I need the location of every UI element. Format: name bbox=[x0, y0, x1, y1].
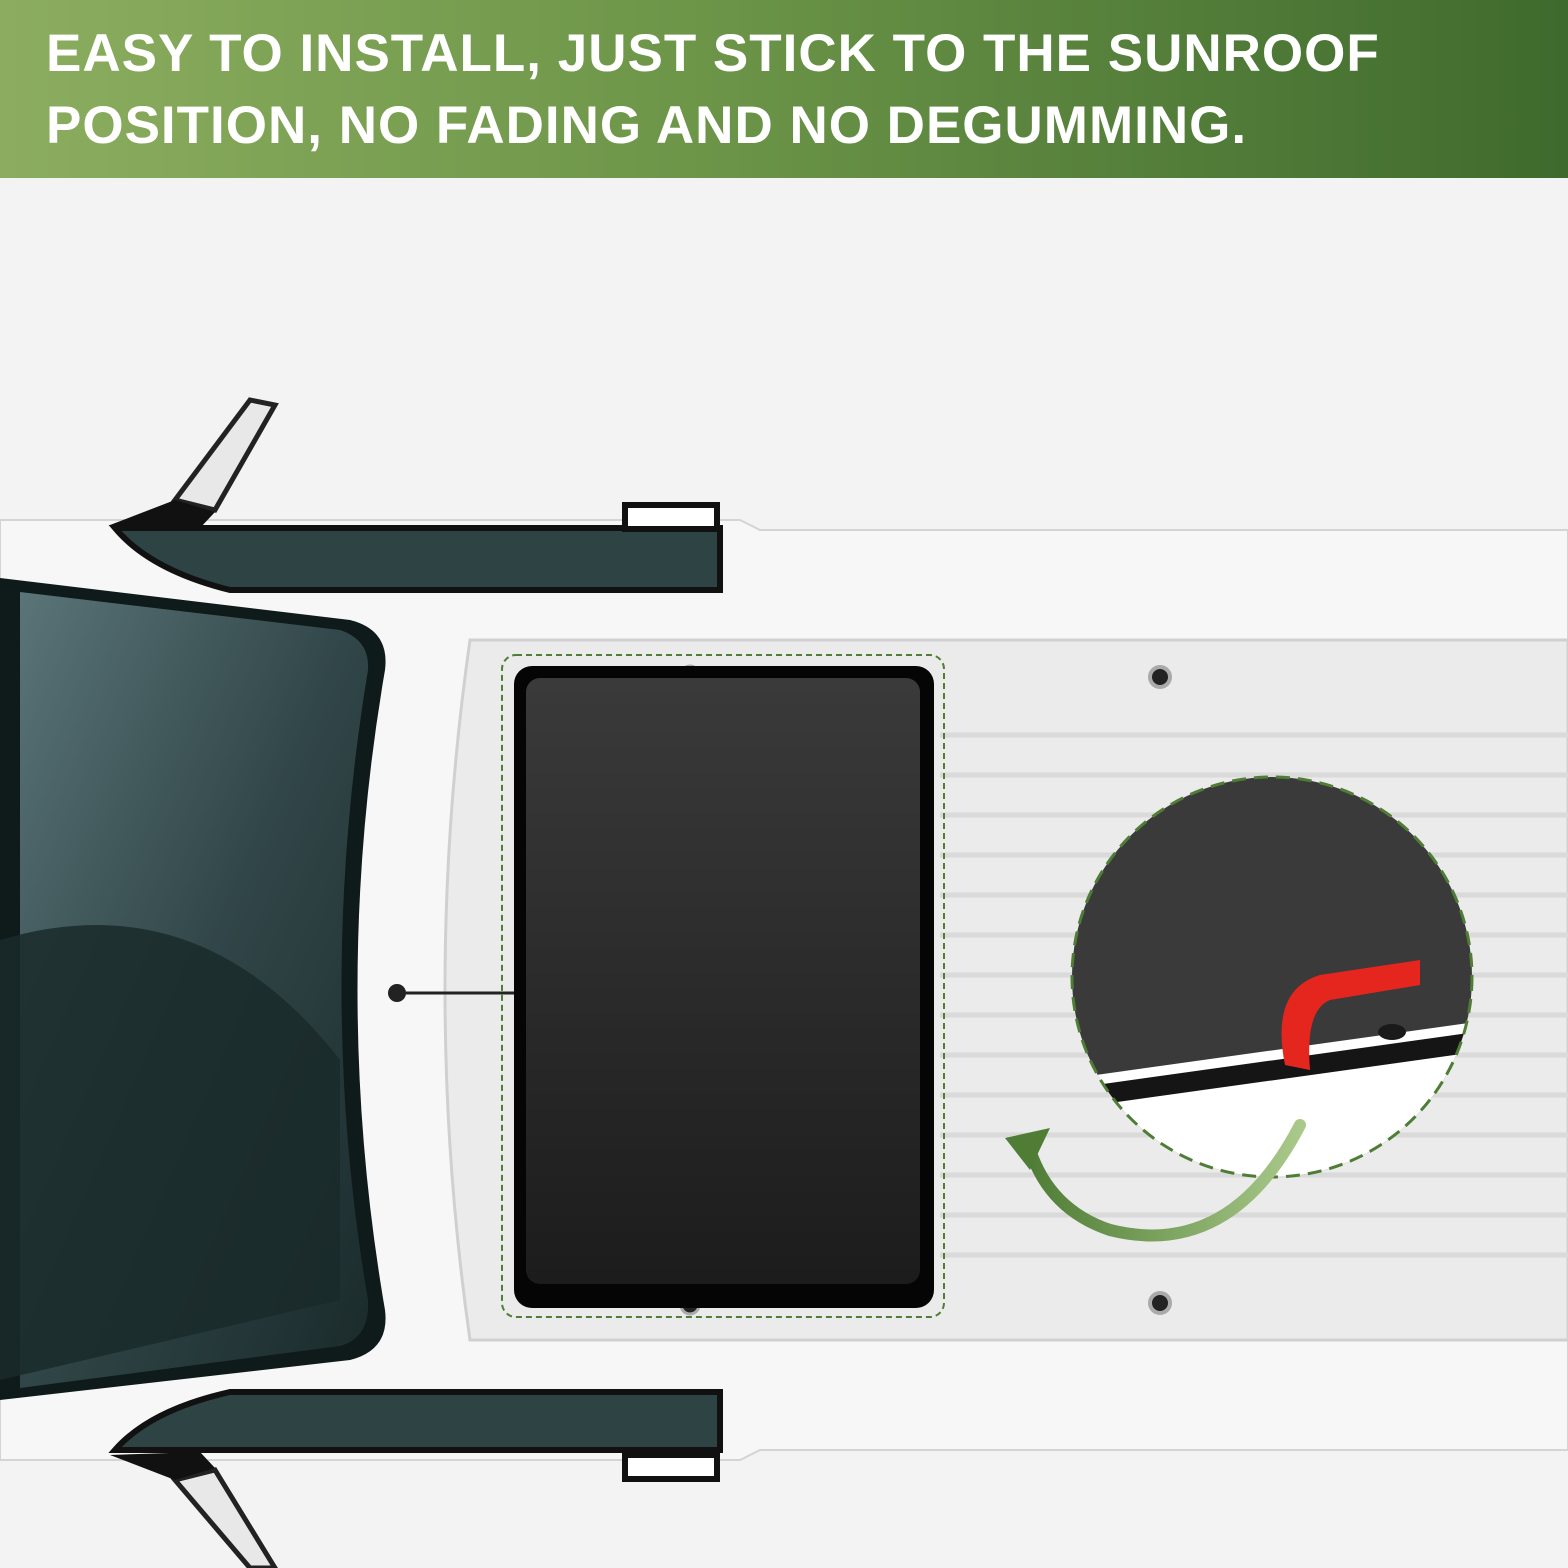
header-banner: EASY TO INSTALL, JUST STICK TO THE SUNRO… bbox=[0, 0, 1568, 178]
sunshade-panel bbox=[514, 666, 934, 1308]
roof-bolt bbox=[1148, 1291, 1172, 1315]
side-window-top bbox=[108, 502, 723, 593]
side-mirror-bottom bbox=[110, 1452, 278, 1568]
headline: EASY TO INSTALL, JUST STICK TO THE SUNRO… bbox=[46, 24, 1380, 155]
pointer-line bbox=[388, 984, 516, 1002]
side-window-bottom bbox=[108, 1389, 723, 1482]
car-roof-illustration bbox=[0, 178, 1568, 1568]
side-mirror-top bbox=[110, 397, 279, 528]
roof-bolt bbox=[1148, 665, 1172, 689]
red-adhesive-tape bbox=[1281, 960, 1420, 1070]
curved-arrow bbox=[1005, 1119, 1306, 1242]
windshield bbox=[0, 578, 386, 1400]
sunroof-outline bbox=[501, 654, 945, 1318]
